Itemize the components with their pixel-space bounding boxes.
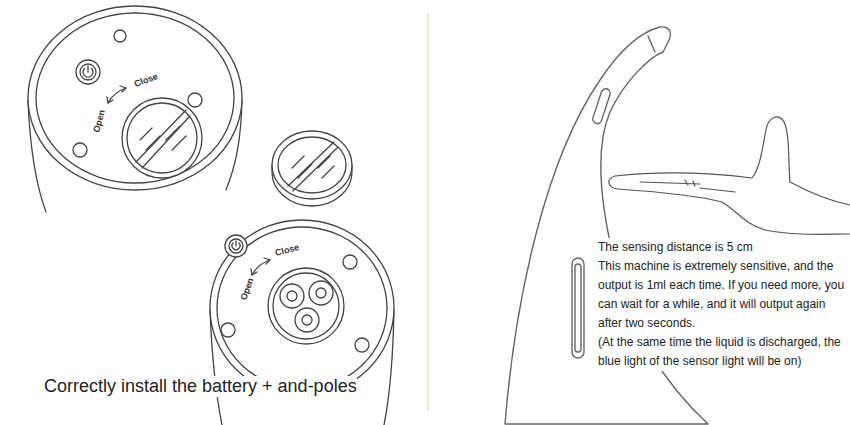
caption: Correctly install the battery + and-pole…	[44, 376, 357, 397]
part-label: Open	[91, 108, 107, 135]
battery-cap	[272, 131, 352, 206]
hand	[609, 117, 850, 234]
note-text: The sensing distance is 5 cm	[598, 238, 848, 257]
part-label: Open	[238, 276, 256, 303]
note-text: (At the same time the liquid is discharg…	[598, 333, 848, 371]
part-label: Close	[132, 71, 160, 89]
note-text: This machine is extremely sensitive, and…	[598, 257, 848, 333]
part-label: Close	[273, 242, 301, 259]
divider-line	[428, 14, 429, 410]
note-block: The sensing distance is 5 cmThis machine…	[598, 238, 848, 371]
base-view-closed	[28, 6, 242, 212]
